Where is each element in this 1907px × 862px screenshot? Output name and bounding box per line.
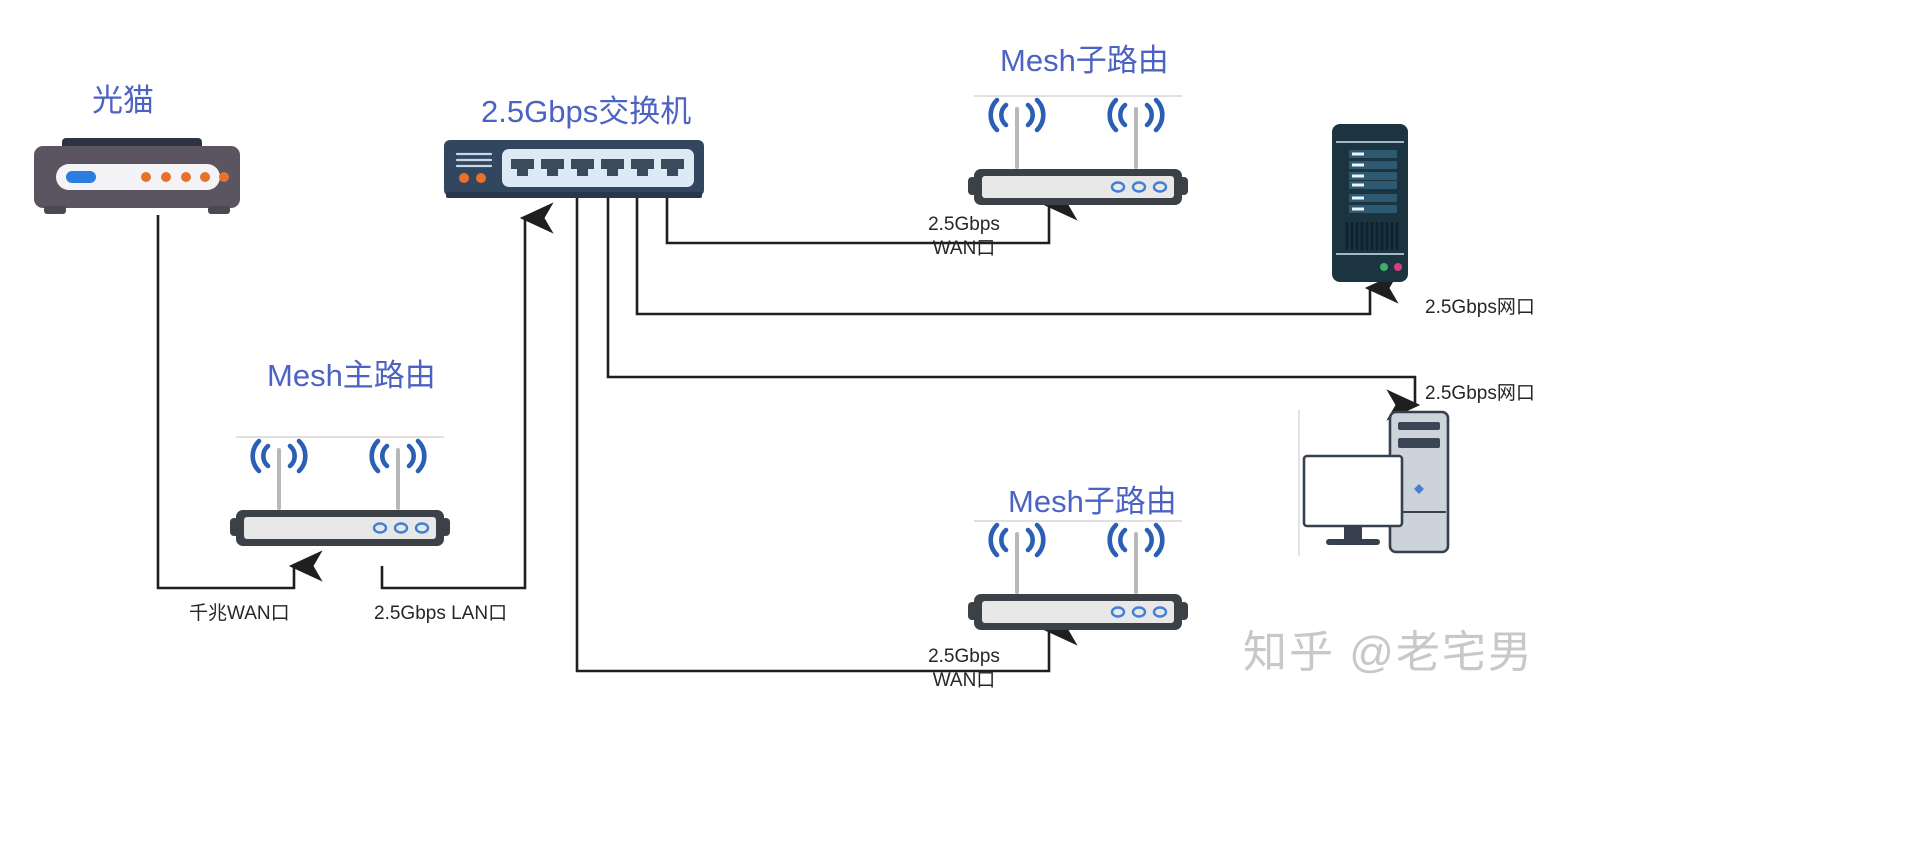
switch-indicator-lines [455,152,493,168]
router-face-panel [244,517,436,539]
label-25g-wan-port-top: 2.5Gbps WAN口 [928,214,1000,259]
label-25g-net-port-desktop: 2.5Gbps网口 [1425,383,1535,404]
switch-port-panel [502,149,694,187]
modem-power-button[interactable] [66,171,96,183]
router-face-panel [982,176,1174,198]
modem-status-led [141,172,151,182]
server-led-power [1380,263,1388,271]
switch-ports[interactable] [511,159,684,176]
server-bay-tab [1352,174,1364,178]
router-face-panel [982,601,1174,623]
watermark: 知乎 @老宅男 [1243,628,1534,677]
server-led-activity [1394,263,1402,271]
device-desktop-pc[interactable] [1294,408,1454,558]
cable-switch-to-sub-top [665,189,1078,245]
pc-power-led [1414,484,1424,494]
router-antenna [1134,532,1138,594]
pc-monitor-neck [1344,526,1362,540]
server-bay-tab [1352,183,1364,187]
modem-foot [208,206,230,214]
modem-status-led [219,172,229,182]
page-title-mesh-sub-bottom: Mesh子路由 [1008,484,1177,519]
router-led [1131,606,1147,618]
server-body [1332,124,1408,282]
server-vent-slots [1345,222,1399,250]
wifi-icon [1107,522,1165,558]
wifi-icon [1107,97,1165,133]
wifi-icon [988,97,1046,133]
page-title-switch: 2.5Gbps交换机 [481,94,692,129]
modem-foot [44,206,66,214]
wifi-icon [369,438,427,474]
device-modem[interactable] [30,138,248,220]
cable-modem-to-mesh-main [156,215,323,590]
router-antenna [396,448,400,510]
server-bay-tab [1352,196,1364,200]
switch-port-rj45 [541,159,564,176]
pc-tower-slot [1398,422,1440,430]
switch-led [459,173,469,183]
server-bay-tab [1352,152,1364,156]
cable-switch-to-server [635,198,1399,316]
router-antenna [277,448,281,510]
modem-status-led [200,172,210,182]
page-title-modem: 光猫 [92,83,154,118]
router-led [1152,606,1168,618]
device-mesh-sub-router-top[interactable] [966,93,1190,209]
label-25g-net-port-server: 2.5Gbps网口 [1425,297,1535,318]
router-led [1110,181,1126,193]
wifi-icon [250,438,308,474]
router-antenna [1015,532,1019,594]
router-led [1131,181,1147,193]
switch-port-rj45 [631,159,654,176]
device-switch[interactable] [444,140,708,202]
router-led [1110,606,1126,618]
cable-switch-to-desktop [606,198,1421,421]
modem-status-led [181,172,191,182]
modem-face-panel [56,164,220,190]
label-25g-wan-port-bottom: 2.5Gbps WAN口 [928,646,1000,691]
wifi-icon [988,522,1046,558]
server-drive-bays [1349,150,1397,213]
page-title-mesh-sub-top: Mesh子路由 [1000,43,1169,78]
switch-led [476,173,486,183]
switch-port-rj45 [601,159,624,176]
pc-tower-slot [1398,438,1440,448]
switch-port-rj45 [661,159,684,176]
device-mesh-sub-router-bottom[interactable] [966,518,1190,634]
router-led [414,522,430,534]
label-gigabit-wan-port: 千兆WAN口 [189,603,290,624]
cable-switch-to-sub-bot [575,198,1078,673]
router-led [393,522,409,534]
cable-mesh-main-to-switch [380,202,554,590]
router-led [372,522,388,534]
router-antenna [1134,107,1138,169]
switch-base-shadow [446,192,702,198]
pc-monitor-screen [1302,454,1404,528]
router-antenna [1015,107,1019,169]
page-title-mesh-main: Mesh主路由 [267,358,436,393]
device-server-tower[interactable] [1330,124,1412,284]
switch-port-rj45 [511,159,534,176]
modem-status-led [161,172,171,182]
server-bay-tab [1352,163,1364,167]
pc-monitor-base [1326,539,1380,545]
switch-port-rj45 [571,159,594,176]
router-led [1152,181,1168,193]
label-25g-lan-port: 2.5Gbps LAN口 [374,603,508,624]
server-bay-tab [1352,207,1364,211]
device-mesh-main-router[interactable] [228,434,452,550]
